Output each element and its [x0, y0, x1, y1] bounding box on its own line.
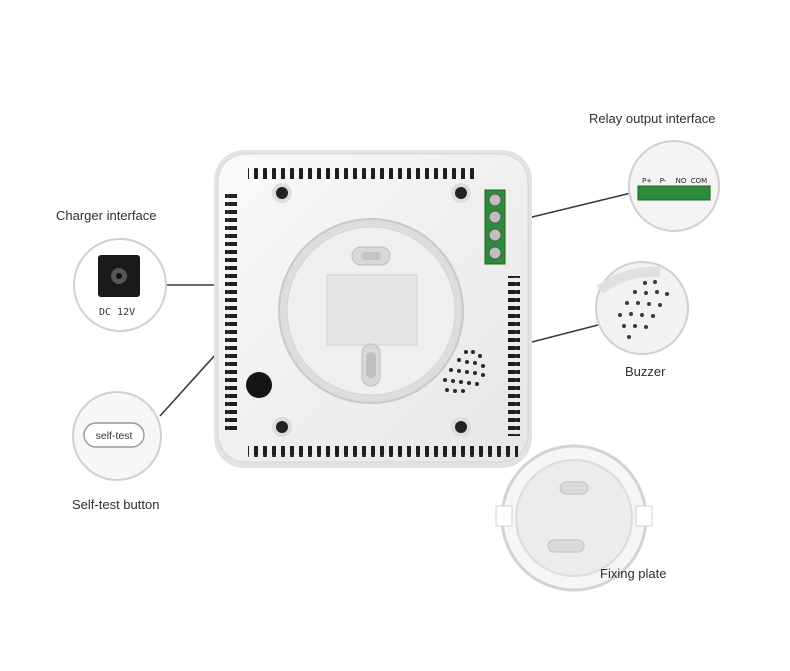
relay-terminal-label: NO	[676, 177, 687, 185]
charger-port-text: DC 12V	[99, 307, 135, 318]
self-test-button-label: Self-test button	[72, 497, 160, 512]
relay-output-interface-label: Relay output interface	[589, 111, 716, 126]
buzzer-leader-line	[527, 324, 599, 344]
relay-terminal-label: P+	[642, 177, 652, 185]
screw-holes	[272, 183, 471, 437]
charger-interface-label: Charger interface	[56, 208, 157, 223]
right-vent	[508, 276, 520, 436]
mounting-circle	[278, 218, 464, 404]
self-test-button-text: self-test	[96, 430, 133, 442]
self-test-leader-line	[159, 353, 217, 417]
terminal-block	[484, 189, 506, 265]
leader-lines	[159, 192, 632, 417]
left-vent	[225, 190, 237, 430]
buzzer-label: Buzzer	[625, 364, 666, 379]
relay-terminal-label: P-	[660, 177, 667, 185]
buzzer-holes	[443, 350, 485, 393]
relay-leader-line	[527, 192, 632, 219]
buzzer-callout	[595, 261, 689, 355]
self-test-button-hole	[246, 372, 272, 398]
charger-callout: DC 12V	[73, 238, 167, 332]
relay-terminal-label: COM	[691, 177, 707, 185]
top-vent	[248, 168, 476, 179]
fixing-plate-label: Fixing plate	[600, 566, 667, 581]
bottom-vent	[248, 446, 518, 457]
self-test-callout: self-test	[72, 391, 162, 481]
fixing-plate	[495, 444, 653, 592]
relay-callout: P+ P- NO COM	[628, 140, 720, 232]
detector-back-panel	[214, 150, 532, 468]
